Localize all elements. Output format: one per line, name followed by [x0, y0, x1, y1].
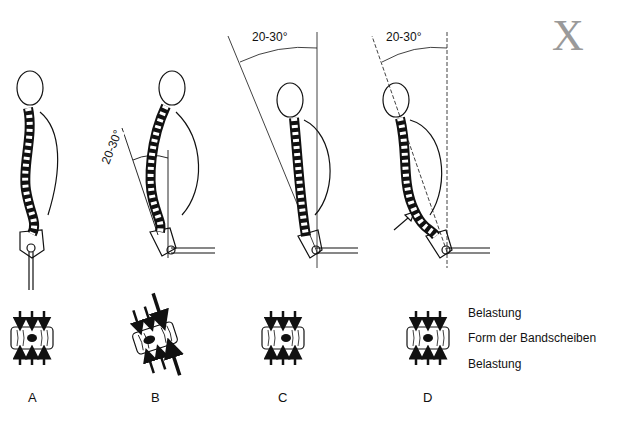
disc-nucleus	[281, 334, 291, 342]
figure-letter: B	[151, 390, 160, 405]
angle-label: 20-30°	[99, 128, 125, 166]
load-arrow	[270, 311, 273, 324]
legend-note: Form der Bandscheiben	[468, 331, 596, 345]
load-arrow	[439, 352, 442, 365]
disc-stroke	[413, 330, 414, 346]
disc-nucleus	[142, 334, 156, 345]
load-arrow	[427, 311, 430, 324]
disc-stroke	[167, 325, 173, 341]
intervertebral-disc	[262, 311, 304, 365]
handwritten-mark: X	[552, 10, 584, 61]
load-arrow	[171, 348, 180, 376]
disc-stroke	[407, 327, 449, 349]
disc-stroke	[419, 330, 420, 346]
figure-letter: A	[28, 390, 37, 405]
load-arrow	[282, 311, 285, 324]
disc-stroke	[268, 330, 269, 346]
load-arrow	[282, 352, 285, 365]
load-arrow	[148, 355, 154, 373]
disc-stroke	[437, 330, 438, 346]
load-arrow	[159, 351, 165, 369]
disc-stroke	[17, 330, 18, 346]
disc-stroke	[23, 330, 24, 346]
intervertebral-disc	[122, 291, 189, 386]
load-arrow	[19, 352, 22, 365]
load-arrow	[19, 311, 22, 324]
load-arrow	[415, 352, 418, 365]
disc-stroke	[262, 327, 304, 349]
intervertebral-disc	[407, 311, 449, 365]
disc-stroke	[298, 330, 299, 346]
angle-label: 20-30°	[252, 30, 288, 44]
disc-stroke	[274, 330, 275, 346]
load-arrow	[415, 311, 418, 324]
legend-note: Belastung	[468, 357, 521, 371]
load-arrow	[270, 352, 273, 365]
load-arrow	[294, 352, 297, 365]
load-arrow	[427, 352, 430, 365]
disc-stroke	[161, 327, 167, 343]
load-arrow	[153, 293, 162, 321]
load-arrow	[439, 311, 442, 324]
disc-stroke	[41, 330, 42, 346]
load-arrow	[43, 311, 46, 324]
figure-letter: C	[278, 390, 287, 405]
angle-label: 20-30°	[386, 30, 422, 44]
disc-stroke	[138, 335, 144, 351]
disc-stroke	[47, 330, 48, 346]
load-arrow	[294, 311, 297, 324]
load-arrow	[31, 311, 34, 324]
load-arrow	[31, 352, 34, 365]
disc-nucleus	[27, 334, 37, 342]
load-arrow	[43, 352, 46, 365]
disc-stroke	[443, 330, 444, 346]
disc-nucleus	[423, 334, 433, 342]
load-arrow	[145, 307, 151, 325]
disc-diagrams	[11, 291, 449, 386]
intervertebral-disc	[11, 311, 53, 365]
disc-stroke	[292, 330, 293, 346]
load-arrow	[133, 310, 139, 328]
legend-note: Belastung	[468, 306, 521, 320]
figure-letter: D	[423, 390, 432, 405]
disc-stroke	[11, 327, 53, 349]
